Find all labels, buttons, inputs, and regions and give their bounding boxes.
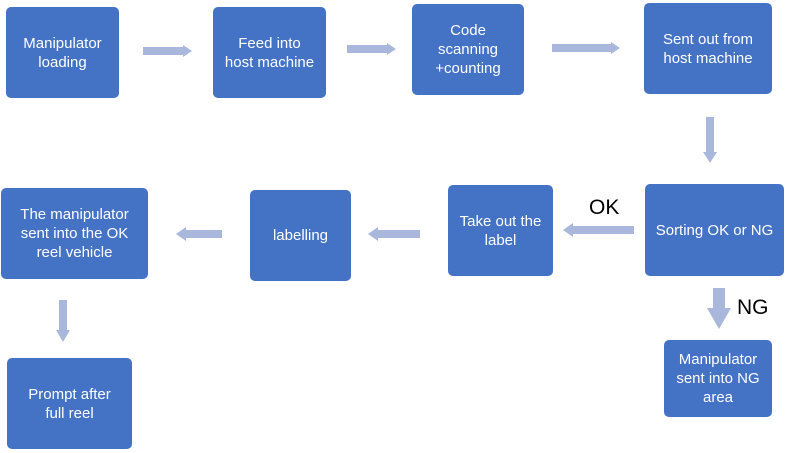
step-manipulator-loading: Manipulator loading <box>6 7 119 98</box>
arrow-loading-to-feed <box>143 45 192 57</box>
ok-branch-label: OK <box>589 196 620 219</box>
arrow-takeout-to-labelling <box>368 227 420 241</box>
step-sorting-ok-ng: Sorting OK or NG <box>645 184 784 276</box>
step-prompt-full-reel: Prompt after full reel <box>7 358 132 449</box>
step-manipulator-ok-vehicle: The manipulator sent into the OK reel ve… <box>1 188 148 279</box>
arrow-sentout-to-sorting <box>703 117 717 163</box>
step-take-out-label: Take out the label <box>448 185 553 276</box>
arrow-scanning-to-sentout <box>552 42 620 54</box>
step-manipulator-ng-area: Manipulator sent into NG area <box>664 340 772 417</box>
arrow-okvehicle-to-prompt <box>56 300 70 342</box>
step-sent-out-from-host: Sent out from host machine <box>644 3 772 94</box>
step-labelling: labelling <box>250 190 351 281</box>
ng-branch-label: NG <box>737 296 769 319</box>
arrow-sorting-to-ng <box>707 288 731 329</box>
arrow-sorting-to-takeout <box>563 223 634 237</box>
arrow-labelling-to-okvehicle <box>176 227 222 241</box>
step-code-scanning: Code scanning +counting <box>412 4 524 95</box>
step-feed-into-host: Feed into host machine <box>213 7 326 98</box>
arrow-feed-to-scanning <box>347 43 396 55</box>
